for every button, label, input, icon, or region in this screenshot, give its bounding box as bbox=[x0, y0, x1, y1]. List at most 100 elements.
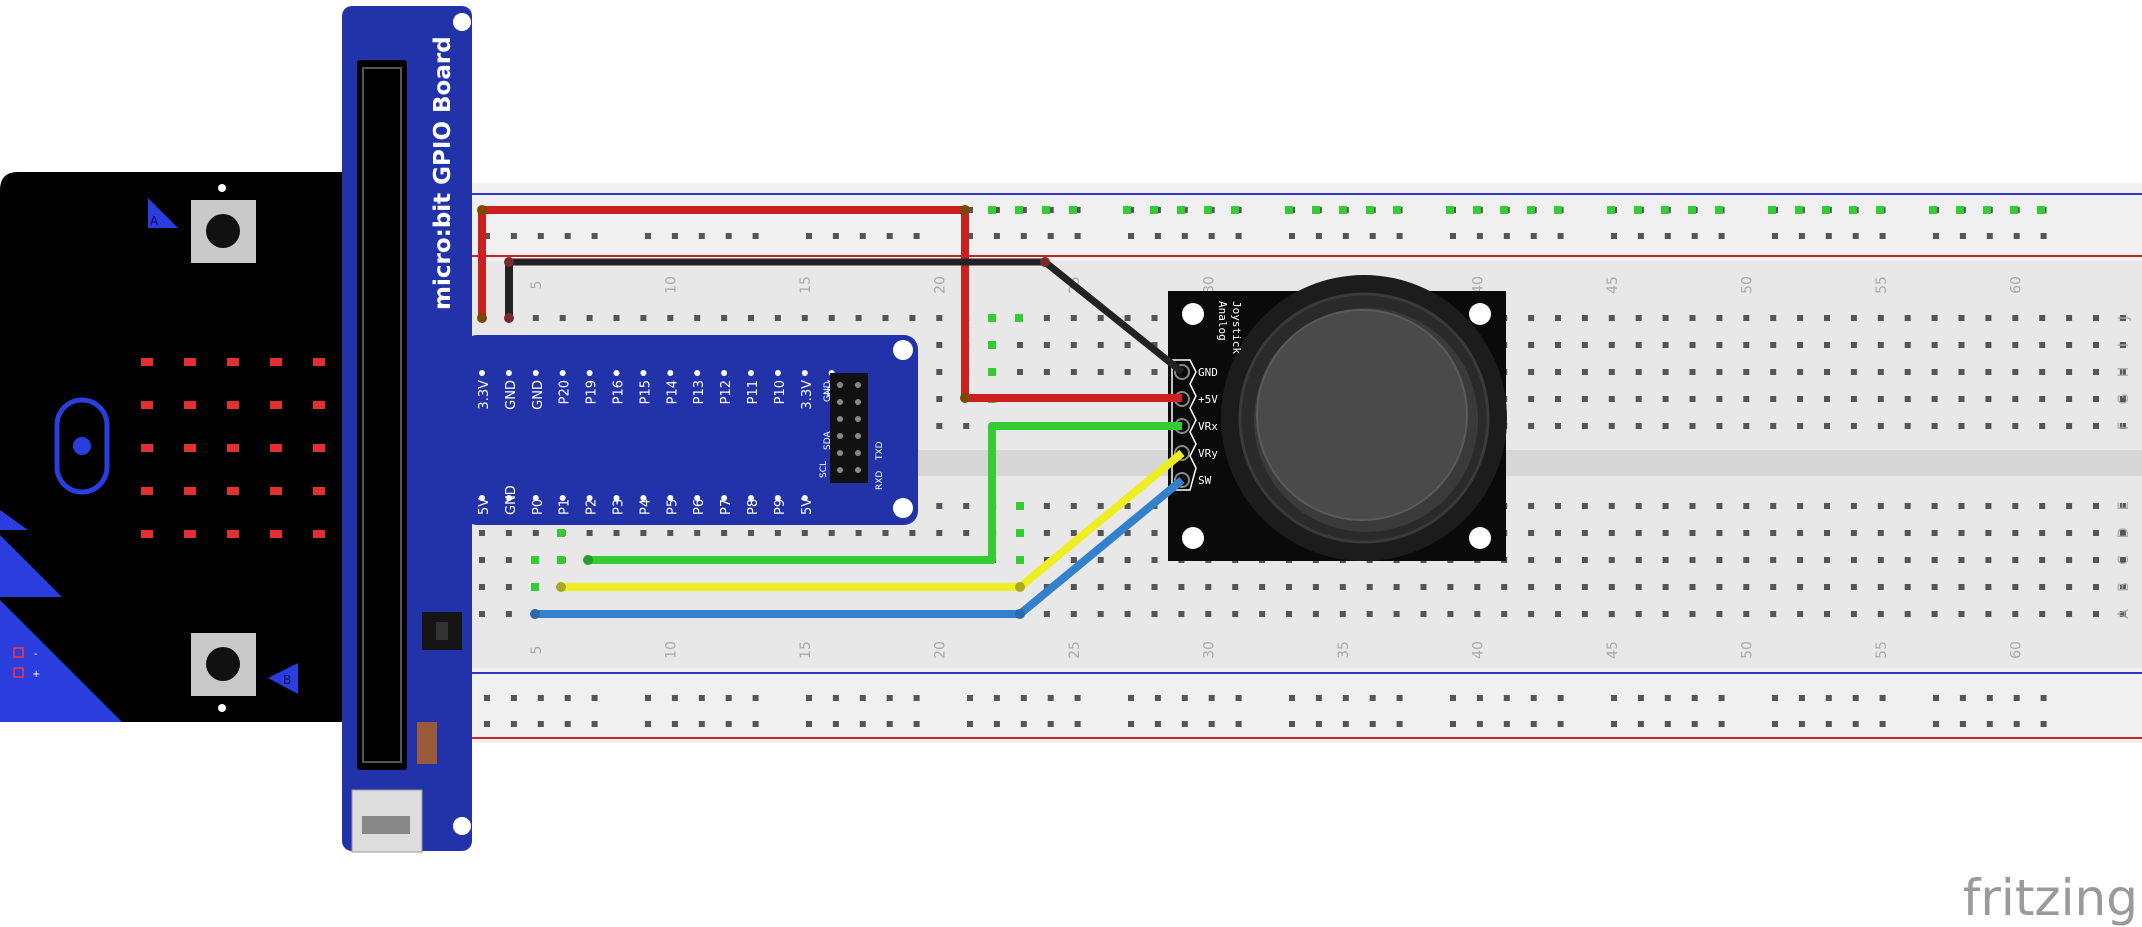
breadboard-hole bbox=[936, 315, 943, 321]
breadboard-hole bbox=[1877, 315, 1884, 321]
rail-hole bbox=[913, 695, 920, 701]
breadboard-hole bbox=[1958, 611, 1965, 617]
breadboard-hole bbox=[613, 315, 620, 321]
breadboard-hole bbox=[1877, 369, 1884, 375]
button-b[interactable] bbox=[191, 633, 256, 696]
rail-hole bbox=[1235, 233, 1242, 239]
breadboard-hole bbox=[1097, 530, 1104, 536]
rail-hole bbox=[1959, 721, 1966, 727]
breadboard-hole bbox=[1393, 611, 1400, 617]
breadboard-hole bbox=[1259, 611, 1266, 617]
breadboard-hole bbox=[1581, 423, 1588, 429]
wire-green-vrx bbox=[588, 422, 1182, 564]
rail-hole bbox=[1369, 233, 1376, 239]
breadboard-hole bbox=[1151, 342, 1158, 348]
header-pin bbox=[855, 416, 861, 422]
breadboard-hole bbox=[2119, 584, 2126, 590]
joystick-pin-label: VRy bbox=[1198, 447, 1218, 460]
breadboard-hole bbox=[1312, 584, 1319, 590]
joystick-pin-label: GND bbox=[1198, 366, 1218, 379]
breadboard-hole bbox=[1716, 557, 1723, 563]
rail-hole bbox=[806, 233, 812, 239]
breadboard-hole bbox=[855, 315, 862, 321]
gpio-pin-hole bbox=[559, 495, 566, 501]
breadboard-hole bbox=[1635, 530, 1642, 536]
rail-hole bbox=[832, 695, 839, 701]
rail-hole bbox=[1154, 721, 1161, 727]
breadboard-hole bbox=[2093, 342, 2099, 348]
breadboard-hole bbox=[1312, 611, 1319, 617]
rail-hole bbox=[645, 695, 651, 701]
breadboard-hole bbox=[1205, 611, 1212, 617]
connected-hole bbox=[1069, 206, 1077, 214]
gpio-bottom-pin-label: P4 bbox=[638, 499, 653, 515]
rail-hole bbox=[1396, 721, 1403, 727]
breadboard-hole bbox=[1958, 530, 1965, 536]
rail-hole bbox=[1289, 695, 1295, 701]
rail-hole bbox=[832, 721, 839, 727]
connected-hole bbox=[1042, 206, 1050, 214]
uart-label-rxd: RXD bbox=[875, 471, 885, 490]
breadboard-hole bbox=[2066, 530, 2073, 536]
breadboard-hole bbox=[1850, 342, 1857, 348]
joystick-pin-label: SW bbox=[1198, 474, 1212, 487]
breadboard-hole bbox=[1743, 503, 1750, 509]
breadboard-hole bbox=[1985, 396, 1992, 402]
rail-hole bbox=[1396, 233, 1403, 239]
breadboard-hole bbox=[1070, 557, 1077, 563]
breadboard-hole bbox=[1931, 342, 1938, 348]
rail-hole bbox=[1933, 233, 1939, 239]
breadboard-hole bbox=[1770, 584, 1777, 590]
rail-hole bbox=[1047, 721, 1054, 727]
connected-hole bbox=[1016, 556, 1024, 564]
led bbox=[313, 487, 325, 495]
rail-hole bbox=[1986, 695, 1993, 701]
joystick-knob[interactable] bbox=[1256, 309, 1468, 521]
breadboard-hole bbox=[936, 503, 943, 509]
breadboard-hole bbox=[532, 315, 539, 321]
wire-end bbox=[477, 313, 487, 323]
header-pin bbox=[855, 433, 861, 439]
connected-hole bbox=[1285, 206, 1293, 214]
connected-hole bbox=[1150, 206, 1158, 214]
breadboard-hole bbox=[2039, 557, 2046, 563]
breadboard-hole bbox=[1716, 503, 1723, 509]
breadboard-hole bbox=[1850, 530, 1857, 536]
connected-hole bbox=[1500, 206, 1508, 214]
led bbox=[270, 401, 282, 409]
i2c-label-sda: SDA bbox=[823, 431, 833, 450]
breadboard-hole bbox=[1904, 423, 1911, 429]
rail-hole bbox=[1798, 721, 1805, 727]
pad-indicator bbox=[13, 667, 24, 678]
breadboard-hole bbox=[1689, 611, 1696, 617]
breadboard-hole bbox=[2066, 423, 2073, 429]
breadboard-hole bbox=[1797, 584, 1804, 590]
breadboard-hole bbox=[1608, 584, 1615, 590]
gpio-top-pin-label: GND bbox=[531, 380, 546, 410]
rail-hole bbox=[537, 695, 544, 701]
led bbox=[313, 444, 325, 452]
breadboard-hole bbox=[1662, 423, 1669, 429]
rail-hole bbox=[1772, 721, 1778, 727]
rail-hole bbox=[1986, 721, 1993, 727]
rail-hole bbox=[537, 233, 544, 239]
breadboard-hole bbox=[721, 530, 728, 536]
breadboard-hole bbox=[1151, 611, 1158, 617]
led bbox=[184, 487, 196, 495]
rail-hole bbox=[1664, 721, 1671, 727]
breadboard-hole bbox=[1958, 557, 1965, 563]
rail-hole bbox=[484, 695, 490, 701]
button-a[interactable] bbox=[191, 200, 256, 263]
microbit: - + A B bbox=[0, 172, 345, 722]
rail-hole bbox=[1959, 695, 1966, 701]
connected-hole bbox=[988, 341, 996, 349]
breadboard-hole bbox=[1958, 315, 1965, 321]
connected-hole bbox=[1688, 206, 1696, 214]
connected-hole bbox=[1929, 206, 1937, 214]
connected-hole bbox=[1554, 206, 1562, 214]
row-letter: C bbox=[2116, 555, 2132, 565]
breadboard-hole bbox=[2039, 423, 2046, 429]
breadboard-hole bbox=[1850, 584, 1857, 590]
